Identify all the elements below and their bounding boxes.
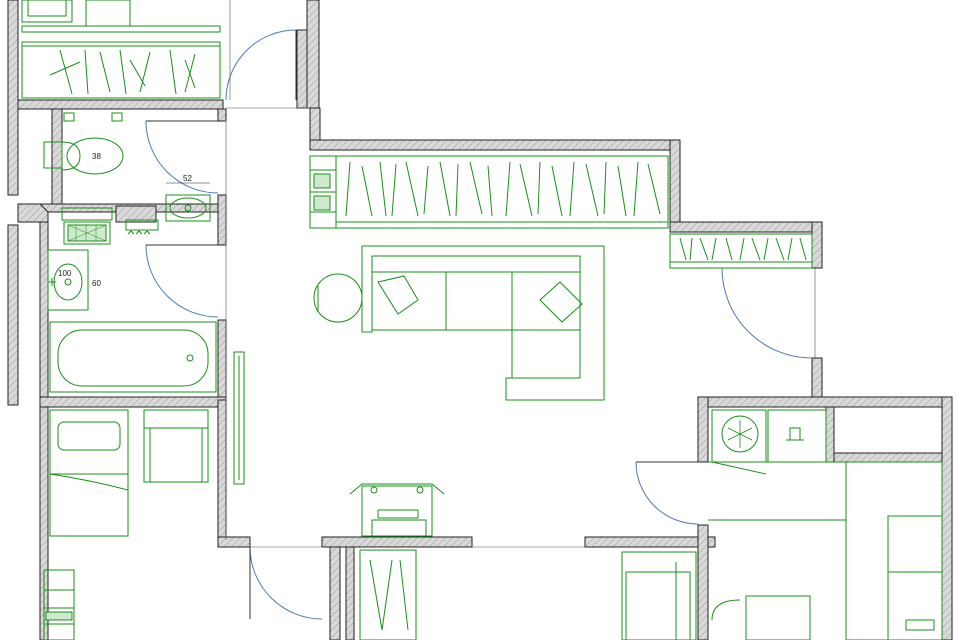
walls xyxy=(7,0,953,640)
armchair-lower xyxy=(621,551,697,640)
shelf-items xyxy=(125,219,159,235)
wall-living-bottom-c xyxy=(584,536,716,548)
round-table xyxy=(313,273,363,323)
tv xyxy=(233,351,245,485)
wall-top-a xyxy=(296,29,308,109)
door-kitchen xyxy=(635,461,699,525)
wall-hall-right xyxy=(345,546,355,640)
door-bedroom xyxy=(249,546,323,620)
desk-chair xyxy=(349,483,445,537)
wc-sink xyxy=(165,182,211,222)
wall-bedroom-right xyxy=(217,399,227,546)
sofa xyxy=(361,245,605,401)
wall-living-bottom-a xyxy=(217,536,251,548)
cushion-right xyxy=(539,281,583,323)
wall-bath-right-low xyxy=(217,319,227,401)
bed xyxy=(49,409,129,537)
fridge xyxy=(711,409,767,475)
wall-bath-right-top xyxy=(217,108,227,122)
wall-step-horiz xyxy=(669,221,821,233)
furniture: 38 52 100 60 xyxy=(21,0,943,640)
hatched-box xyxy=(61,207,113,245)
door-bath xyxy=(145,244,219,318)
kettle xyxy=(767,409,827,463)
wall-wc-left xyxy=(51,108,63,205)
wall-closet-bottom xyxy=(17,99,224,110)
door-closet xyxy=(225,29,297,101)
dim-basin-depth: 60 xyxy=(92,279,101,288)
right-shelf xyxy=(669,233,813,269)
kitchen-counter xyxy=(708,461,943,640)
wall-living-bottom-b xyxy=(321,536,473,548)
wall-kitchen-top xyxy=(697,396,951,408)
basin xyxy=(47,249,89,311)
wall-kitchen-div xyxy=(825,406,835,463)
kitchen-table xyxy=(711,595,811,640)
wall-bath-right-mid xyxy=(217,194,227,246)
wall-kitchen-left xyxy=(697,396,709,463)
wall-left-top xyxy=(7,0,19,196)
door-right-room xyxy=(721,267,813,359)
wall-bedroom-left xyxy=(39,406,49,640)
top-cabinet xyxy=(21,0,221,33)
wall-left-lower xyxy=(7,224,19,406)
wall-kitchen-shelf xyxy=(833,452,943,463)
bathtub xyxy=(49,321,217,393)
wall-right-upper xyxy=(811,221,823,269)
doors xyxy=(145,29,813,620)
wall-living-top-step xyxy=(669,139,681,231)
bookshelf xyxy=(309,155,669,229)
bedroom-shelves xyxy=(43,569,75,640)
wall-hall-left xyxy=(329,546,341,640)
armchair-bedroom xyxy=(143,409,209,483)
wall-bath-left xyxy=(39,221,49,398)
wall-bedroom-top xyxy=(39,396,227,408)
wall-right-mid xyxy=(811,357,823,404)
wall-top-b xyxy=(306,0,320,109)
dim-basin-width: 100 xyxy=(58,269,72,278)
wall-kitchen-right xyxy=(941,396,953,640)
door-wc xyxy=(145,120,219,194)
wall-sink-ledge xyxy=(115,205,157,223)
wardrobe-top xyxy=(21,41,221,99)
wall-kitchen-left-low xyxy=(697,524,709,640)
dim-wc: 38 xyxy=(92,152,101,161)
thin-lines xyxy=(225,0,816,548)
dim-sink: 52 xyxy=(183,174,192,183)
wall-living-top xyxy=(309,139,681,151)
cushion-left xyxy=(377,275,419,315)
hall-wardrobe xyxy=(359,549,417,640)
toilet xyxy=(43,112,124,175)
